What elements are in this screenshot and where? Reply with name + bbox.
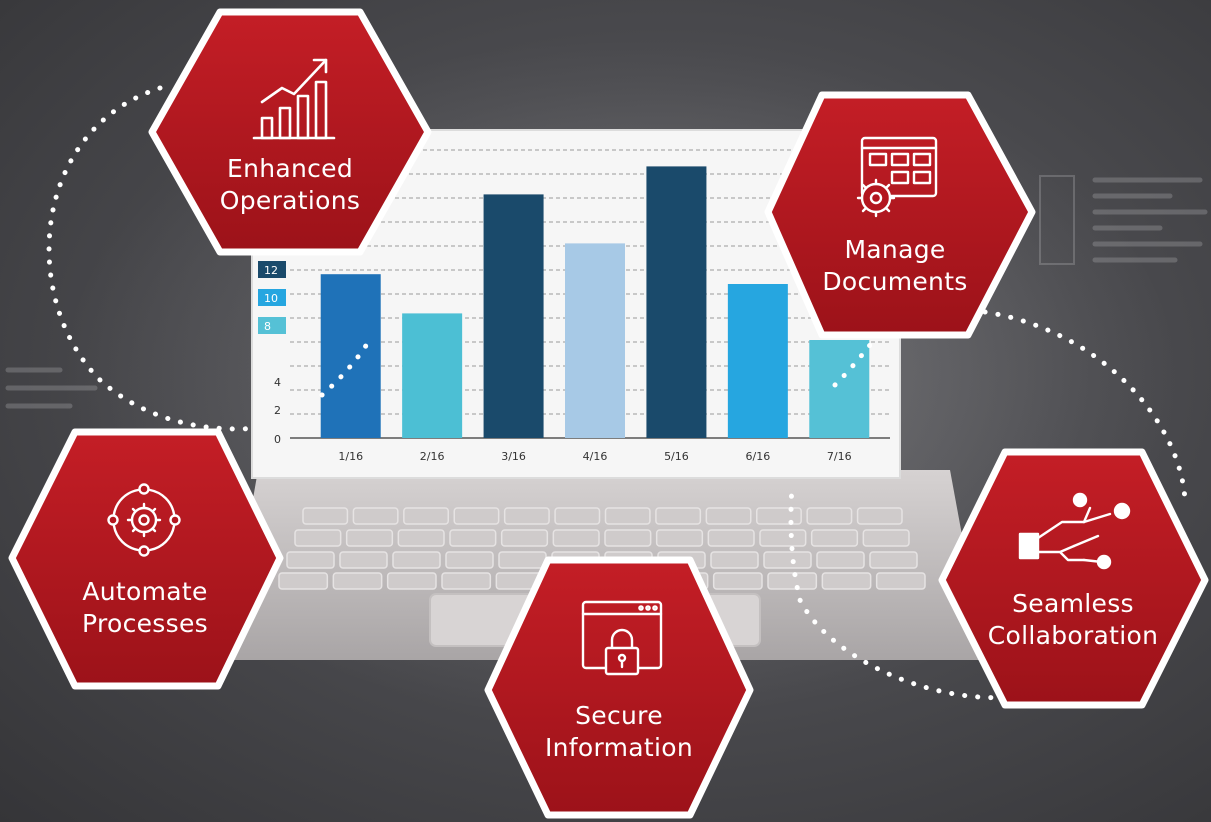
keyboard-key (552, 529, 600, 547)
hand-network-icon (1018, 492, 1131, 570)
keyboard-key (705, 507, 752, 525)
keyboard-key (655, 529, 704, 547)
dotted-arc-lower (788, 482, 1033, 701)
document-gear-icon (856, 136, 938, 218)
keyboard-key (332, 572, 383, 590)
label-seamless-collaboration: Seamless Collaboration (943, 588, 1203, 652)
growth-chart-icon (252, 58, 336, 140)
keyboard-key (386, 572, 437, 590)
keyboard-key (441, 572, 492, 590)
x-tick-label: 2/16 (420, 450, 445, 463)
bar-2-16 (402, 313, 463, 438)
keyboard-key (397, 529, 445, 547)
keyboard-key (712, 572, 763, 590)
keyboard-key (862, 529, 910, 547)
keyboard-key (352, 507, 399, 525)
keyboard-key (449, 529, 497, 547)
y-tick-label: 2 (274, 404, 281, 417)
y-tick-label: 4 (274, 376, 281, 389)
keyboard-key (710, 551, 759, 569)
keyboard-key (294, 529, 342, 547)
label-line-1: Enhanced (226, 154, 354, 183)
y-tick-label: 0 (274, 433, 281, 446)
tick-highlight (258, 289, 286, 306)
background-code-decoration (5, 175, 1208, 409)
keyboard-key (604, 507, 651, 525)
keyboard-key (554, 507, 601, 525)
x-tick-label: 5/16 (664, 450, 689, 463)
keyboard-key (498, 551, 547, 569)
label-line-2: Processes (82, 609, 208, 638)
x-tick-label: 7/16 (827, 450, 852, 463)
keyboard-key (345, 529, 394, 547)
label-enhanced-operations: Enhanced Operations (160, 153, 420, 217)
x-tick-label: 6/16 (746, 450, 771, 463)
keyboard-key (278, 572, 329, 590)
keyboard-key (821, 572, 872, 590)
hex-automate-processes (8, 428, 284, 690)
keyboard-key (286, 551, 335, 569)
dotted-connectors (46, 85, 1188, 701)
label-line-1: Automate (82, 577, 208, 606)
bar-1-16 (320, 274, 381, 438)
keyboard-key (756, 507, 802, 525)
hex-seamless-collaboration (938, 448, 1209, 709)
padlock-window-icon (581, 600, 663, 676)
keyboard-key (500, 529, 549, 547)
keyboard-key (453, 507, 500, 525)
y-tick-label: 12 (264, 264, 278, 277)
label-line-2: Collaboration (987, 621, 1159, 650)
keyboard-key (806, 507, 853, 525)
keyboard-key (392, 551, 441, 569)
hex-manage-documents (764, 91, 1036, 339)
label-line-2: Information (544, 733, 693, 762)
label-line-2: Operations (219, 186, 361, 215)
label-line-1: Manage (844, 235, 946, 264)
keyboard-key (403, 507, 450, 525)
dotted-arc-left (46, 85, 261, 432)
label-line-1: Seamless (1012, 589, 1134, 618)
x-tick-label: 1/16 (338, 450, 363, 463)
keyboard-key (759, 529, 807, 547)
label-automate-processes: Automate Processes (15, 576, 275, 640)
bar-6-16 (727, 284, 788, 438)
keyboard-key (856, 507, 903, 525)
bar-chart: 0 2 4 8 10 12 1/16 2/16 3/16 4/16 5/16 6/16 7/16 (258, 149, 890, 463)
gear-cycle-icon (107, 483, 181, 557)
keyboard-key (339, 551, 388, 569)
dotted-arc-right (982, 309, 1188, 503)
hex-enhanced-operations (148, 8, 432, 256)
label-line-1: Secure (575, 701, 663, 730)
keyboard-key (767, 572, 818, 590)
tick-highlight (258, 261, 286, 278)
bar-5-16 (646, 166, 707, 438)
label-line-2: Documents (822, 267, 968, 296)
label-secure-information: Secure Information (489, 700, 749, 764)
label-manage-documents: Manage Documents (765, 234, 1025, 298)
x-tick-label: 3/16 (501, 450, 526, 463)
keyboard-key (655, 507, 702, 525)
bar-4-16 (565, 243, 625, 438)
tick-highlight (258, 317, 286, 334)
hex-secure-information (484, 556, 754, 819)
y-tick-label: 8 (264, 320, 271, 333)
keyboard-key (503, 507, 550, 525)
keyboard-key (707, 529, 755, 547)
x-tick-label: 4/16 (583, 450, 608, 463)
bar-3-16 (483, 194, 544, 438)
keyboard-key (445, 551, 494, 569)
y-tick-label: 10 (264, 292, 278, 305)
keyboard-key (875, 572, 926, 590)
keyboard-key (763, 551, 812, 569)
keyboard-key (302, 507, 349, 525)
keyboard-key (604, 529, 652, 547)
keyboard-key (810, 529, 859, 547)
keyboard-key (816, 551, 865, 569)
keyboard-key (869, 551, 918, 569)
